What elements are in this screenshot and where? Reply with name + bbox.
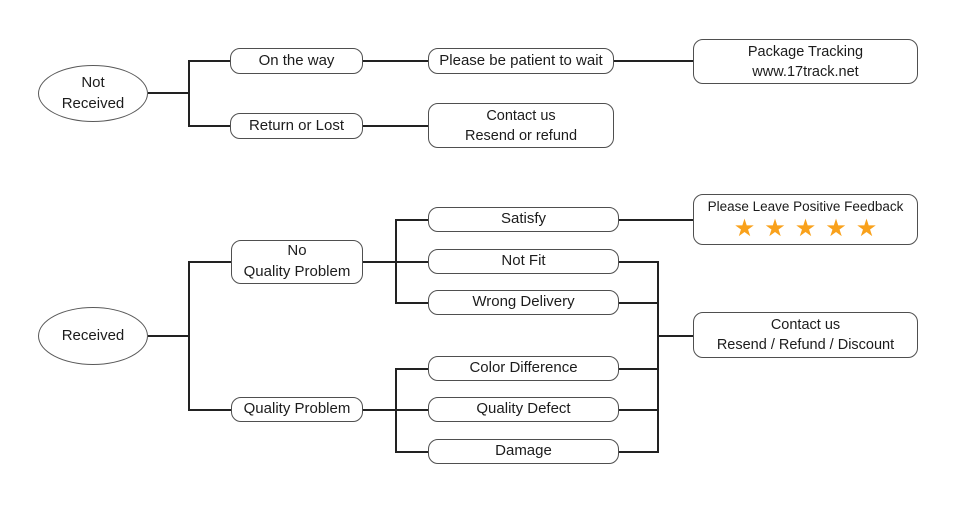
node-label: Received (61, 326, 125, 344)
connector (395, 368, 397, 453)
connector (395, 261, 428, 263)
node-label: Package Tracking (747, 43, 864, 60)
node-damage: Damage (428, 439, 619, 464)
node-label: Not (81, 73, 105, 91)
node-label: Please Leave Positive Feedback (707, 198, 904, 214)
connector (188, 261, 190, 411)
node-label: Resend or refund (464, 127, 578, 144)
node-label: Wrong Delivery (472, 293, 575, 311)
connector (395, 409, 428, 411)
node-wrong-delivery: Wrong Delivery (428, 290, 619, 315)
connector (188, 409, 231, 411)
connector (395, 368, 428, 370)
connector (619, 368, 657, 370)
node-quality-defect: Quality Defect (428, 397, 619, 422)
connector (395, 302, 428, 304)
node-label: Not Fit (501, 252, 546, 270)
node-label: No (287, 242, 307, 260)
node-not-received: Not Received (38, 65, 148, 122)
connector (619, 261, 657, 263)
connector (188, 261, 231, 263)
star-icon: ★ (794, 214, 817, 243)
connector (619, 409, 657, 411)
node-label: Quality Defect (476, 400, 571, 418)
connector (188, 125, 230, 127)
node-label: Please be patient to wait (439, 51, 603, 69)
node-no-quality-problem: No Quality Problem (231, 240, 363, 284)
node-label: Damage (495, 442, 552, 460)
node-label: On the way (258, 51, 335, 69)
node-please-be-patient: Please be patient to wait (428, 48, 614, 74)
connector (614, 60, 693, 62)
connector (395, 219, 428, 221)
node-label: Quality Problem (243, 400, 351, 418)
node-contact-resend-refund-discount: Contact us Resend / Refund / Discount (693, 312, 918, 358)
node-contact-resend-refund: Contact us Resend or refund (428, 103, 614, 148)
connector (363, 409, 395, 411)
node-label: Return or Lost (248, 116, 345, 134)
star-icon: ★ (825, 214, 847, 243)
node-return-or-lost: Return or Lost (230, 113, 363, 139)
star-icon: ★ (733, 214, 756, 243)
node-satisfy: Satisfy (428, 207, 619, 232)
node-label: Received (61, 94, 125, 112)
connector (657, 335, 693, 337)
star-icon: ★ (855, 214, 878, 243)
node-label: Satisfy (500, 210, 546, 228)
node-label: www.17track.net (752, 63, 859, 80)
connector (363, 261, 395, 263)
node-package-tracking: Package Tracking www.17track.net (693, 39, 918, 84)
connector (619, 451, 657, 453)
node-color-difference: Color Difference (428, 356, 619, 381)
node-label: Resend / Refund / Discount (716, 337, 895, 353)
node-quality-problem: Quality Problem (231, 397, 363, 422)
connector (188, 60, 190, 127)
node-label: Contact us (486, 107, 556, 124)
node-label: Contact us (770, 317, 841, 333)
node-label: Color Difference (469, 359, 578, 377)
connector (363, 125, 428, 127)
connector (148, 92, 188, 94)
connector (619, 219, 693, 221)
node-positive-feedback: Please Leave Positive Feedback ★ ★ ★ ★ ★ (693, 194, 918, 245)
connector (148, 335, 188, 337)
star-icon: ★ (764, 214, 786, 243)
connector (363, 60, 428, 62)
node-label: Quality Problem (243, 263, 351, 280)
five-star-rating: ★ ★ ★ ★ ★ (734, 216, 878, 240)
node-received: Received (38, 307, 148, 365)
node-on-the-way: On the way (230, 48, 363, 74)
connector (657, 261, 659, 453)
connector (188, 60, 230, 62)
connector (619, 302, 657, 304)
connector (395, 451, 428, 453)
node-not-fit: Not Fit (428, 249, 619, 274)
